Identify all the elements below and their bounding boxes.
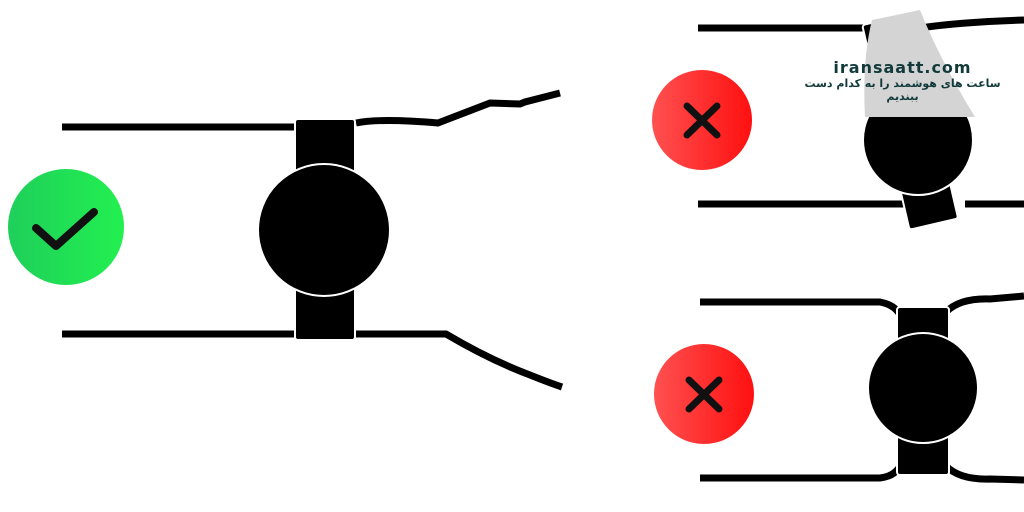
watch-face [867, 332, 979, 444]
wrong-watch-illustration-high [652, 10, 1024, 231]
check-icon [32, 208, 98, 250]
arm-line [356, 330, 564, 391]
correct-badge [8, 169, 124, 285]
correct-watch-illustration [8, 89, 564, 391]
wrong-watch-illustration-tight [654, 292, 1024, 484]
watch-face [257, 163, 391, 297]
watermark-site: iransaatt.com [833, 58, 972, 77]
x-icon [685, 376, 723, 413]
watermark: iransaatt.com ساعت های هوشمند را به کدام… [790, 58, 1015, 103]
x-icon [683, 102, 721, 139]
arm-line [355, 89, 561, 127]
watermark-overlay [864, 10, 975, 117]
watermark-caption: ساعت های هوشمند را به کدام دست ببندیم [804, 77, 1001, 103]
